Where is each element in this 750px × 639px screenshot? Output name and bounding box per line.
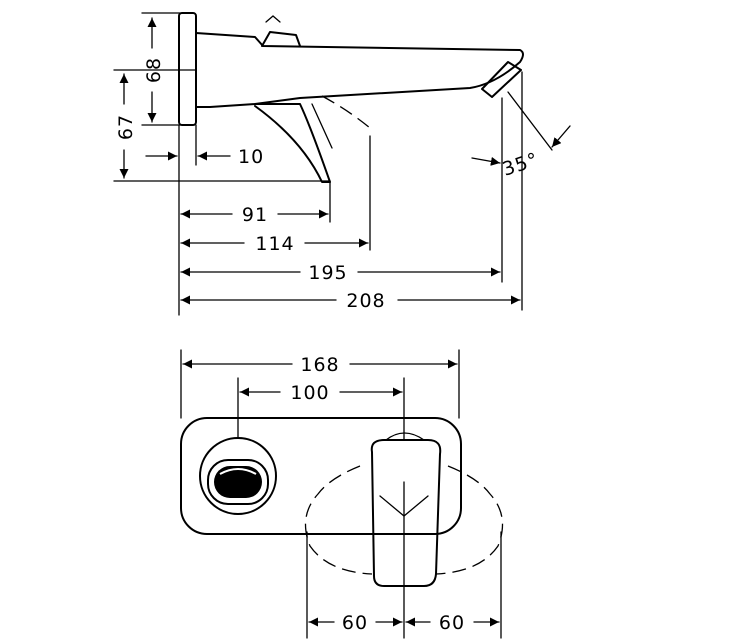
dim-10: 10 (238, 146, 264, 168)
round-control-highlight (219, 468, 257, 475)
angle-line (507, 91, 553, 151)
handle-inner (311, 103, 333, 149)
dim-60-left: 60 (342, 612, 368, 634)
centerline-chevron (379, 495, 429, 517)
dim-195: 195 (308, 262, 347, 284)
top-lever (370, 439, 442, 587)
spout-outlet (481, 61, 522, 98)
swing-arc (321, 95, 371, 129)
angle-35: 35° (500, 148, 542, 180)
dim-67: 67 (115, 114, 137, 140)
swing-arc-left (304, 465, 373, 575)
wall-plate (178, 12, 197, 126)
swing-arc-right (435, 465, 504, 575)
dim-100: 100 (290, 382, 329, 404)
dim-60-right: 60 (439, 612, 465, 634)
dim-168: 168 (300, 354, 339, 376)
handle-lever (254, 103, 331, 183)
dim-91: 91 (242, 204, 268, 226)
top-view: 168 100 60 60 (180, 349, 504, 639)
angle-arrow-right (551, 125, 571, 148)
round-control-core (214, 466, 262, 498)
dim-68: 68 (143, 57, 165, 83)
angle-arrow-left (471, 156, 501, 166)
dim-208: 208 (346, 290, 385, 312)
top-plate (180, 417, 462, 535)
spout-body (195, 32, 524, 108)
dim-114: 114 (255, 233, 294, 255)
lever-tip (265, 15, 281, 23)
round-control-inner (207, 459, 269, 505)
lever-top (261, 31, 301, 47)
top-lever-notch (385, 432, 425, 441)
side-view: 68 67 10 91 114 195 208 35° (113, 12, 571, 316)
